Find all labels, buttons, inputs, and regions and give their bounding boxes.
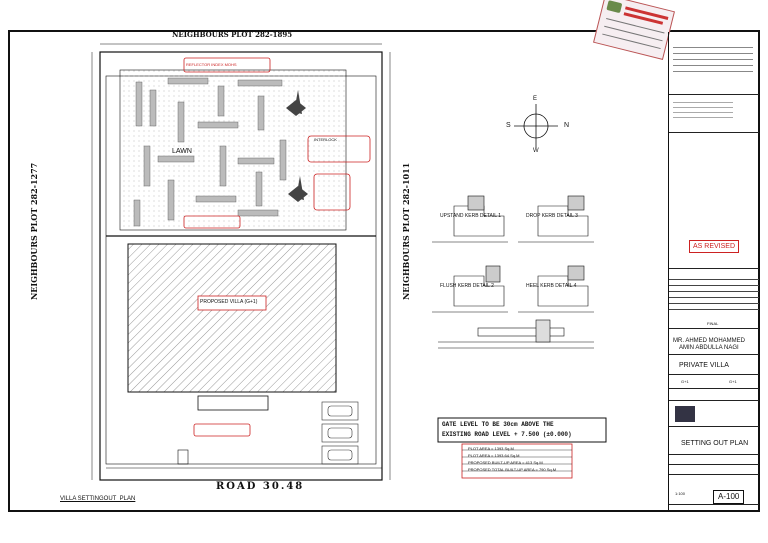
- area-row: PROPOSED TOTAL BUILT-UP AREA = 790 Sq.M: [468, 467, 557, 472]
- parking-cars: [321, 401, 359, 465]
- revision-table: [669, 274, 759, 318]
- level-note-line2: EXISTING ROAD LEVEL + 7.500 (±0.000): [442, 431, 572, 438]
- lawn-label: LAWN: [172, 148, 192, 155]
- notes-lines: [673, 42, 753, 96]
- general-notes: [673, 98, 733, 128]
- floors-right: G+1: [729, 379, 737, 384]
- compass-w: W: [533, 148, 539, 154]
- floors-left: G+1: [681, 379, 689, 384]
- left-neighbour-label: NEIGHBOURS PLOT 282-1277: [29, 162, 39, 300]
- flush-kerb-title: FLUSH KERB DETAIL 2: [440, 283, 494, 289]
- final-label: FINAL: [707, 321, 719, 326]
- area-row: PLOT AREA = 1393 Sq.M: [468, 446, 514, 451]
- area-row: PLOT AREA = 1393.64 Sq.M: [468, 453, 520, 458]
- drop-kerb-title: DROP KERB DETAIL 3: [526, 213, 578, 219]
- compass-e: E: [533, 96, 538, 102]
- plan-caption: VILLA SETTINGOUT_PLAN: [60, 496, 136, 502]
- project-name: PRIVATE VILLA: [679, 362, 729, 369]
- sheet-title: SETTING OUT PLAN: [681, 440, 749, 447]
- owner-line2: AMIN ABDULLA NAGI: [679, 345, 739, 351]
- consultant-logo: [675, 406, 695, 422]
- compass-s: S: [506, 122, 511, 129]
- heel-kerb-title: HEEL KERB DETAIL 4: [526, 283, 577, 289]
- paving-stones: [133, 77, 287, 227]
- north-arrow: [514, 104, 558, 148]
- area-row: PROPOSED BUILT-UP AREA = 413 Sq.M: [468, 460, 543, 465]
- owner-line1: MR. AHMED MOHAMMED: [673, 338, 745, 344]
- level-note-line1: GATE LEVEL TO BE 30cm ABOVE THE: [442, 421, 554, 428]
- drawing-sheet-border: [8, 30, 760, 512]
- villa-label: PROPOSED VILLA (G+1): [200, 299, 258, 305]
- right-neighbour-label: NEIGHBOURS PLOT 282-1011: [401, 162, 411, 300]
- site-plan-drawing: [91, 43, 607, 481]
- palm-trees: [286, 90, 308, 202]
- kerb-details: [432, 195, 594, 349]
- interlock-note: INTERLOCK: [314, 137, 337, 142]
- compass-n: N: [564, 122, 570, 129]
- road-label: ROAD 30.48: [216, 481, 305, 492]
- scale-value: 1:100: [675, 491, 686, 496]
- top-neighbour-label: NEIGHBOURS PLOT 282-1895: [172, 30, 293, 39]
- title-block: AS REVISED FINAL MR. AHMED MOHAMMED AMIN…: [668, 32, 759, 510]
- reflector-note: REFLECTOR INDEX MOHS: [186, 62, 237, 67]
- as-revised-stamp: AS REVISED: [689, 240, 740, 253]
- upstand-kerb-title: UPSTAND KERB DETAIL 1: [440, 213, 502, 219]
- drawing-number: A-100: [713, 490, 745, 504]
